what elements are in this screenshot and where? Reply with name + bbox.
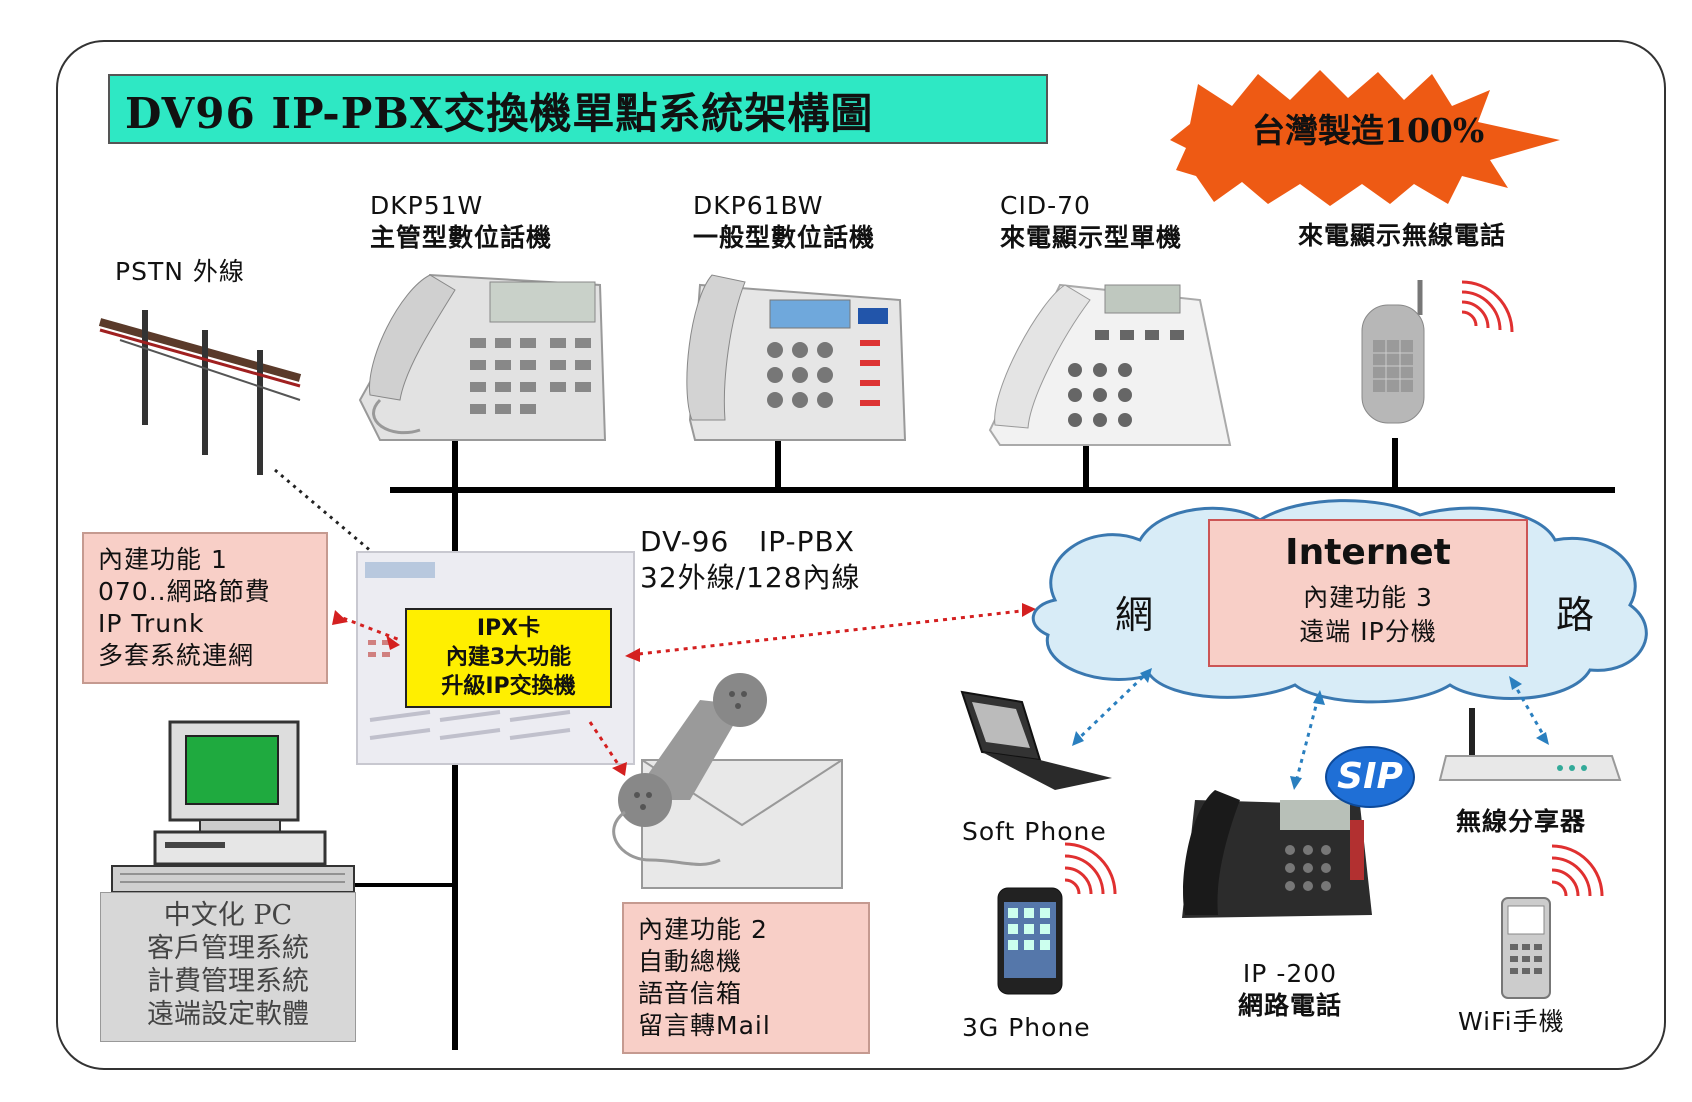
ip-phone-icon bbox=[1182, 790, 1372, 918]
signal-waves-icon bbox=[1551, 844, 1604, 897]
internet-sub-1: 內建功能 3 bbox=[1303, 583, 1433, 612]
cid70-model: CID-70 bbox=[1000, 191, 1091, 220]
ipx-card-line-1: IPX卡 bbox=[476, 616, 541, 641]
dkp61bw-desc: 一般型數位話機 bbox=[693, 223, 876, 252]
red-link-feature1 bbox=[332, 610, 401, 650]
desktop-pc-icon bbox=[111, 720, 355, 893]
pc-line-1: 中文化 PC bbox=[163, 900, 293, 931]
pc-line-4: 遠端設定軟體 bbox=[147, 999, 309, 1030]
router-label: 無線分享器 bbox=[1456, 807, 1587, 836]
wifi-phone-label: WiFi手機 bbox=[1458, 1007, 1565, 1036]
feature2-line-3: 語音信箱 bbox=[638, 979, 743, 1008]
telephone-pole-icon bbox=[98, 310, 302, 475]
ip200-label: IP -200 網路電話 bbox=[1225, 958, 1355, 1022]
pstn-label: PSTN 外線 bbox=[115, 257, 245, 286]
smartphone-icon bbox=[997, 887, 1063, 995]
blue-link-softphone bbox=[1072, 668, 1152, 746]
internet-sub-2: 遠端 IP分機 bbox=[1299, 617, 1437, 646]
dkp51w-model: DKP51W bbox=[370, 191, 484, 220]
laptop-icon bbox=[960, 690, 1112, 790]
feature1-line-4: 多套系統連網 bbox=[98, 641, 255, 670]
pc-line-3: 計費管理系統 bbox=[147, 966, 309, 997]
dkp61bw-label: DKP61BW 一般型數位話機 bbox=[693, 190, 875, 254]
pbx-capacity: 32外線/128內線 bbox=[640, 561, 861, 594]
ipx-card-line-3: 升級IP交換機 bbox=[441, 674, 576, 699]
red-link-feature2 bbox=[588, 721, 627, 776]
feature1-line-3: IP Trunk bbox=[98, 609, 205, 638]
pstn-dotted-link bbox=[274, 468, 373, 554]
signal-waves-icon bbox=[1461, 280, 1514, 333]
feature1-box: 內建功能 1 070..網路節費 IP Trunk 多套系統連網 bbox=[82, 532, 328, 684]
router-icon bbox=[1438, 708, 1622, 781]
feature2-line-2: 自動總機 bbox=[638, 947, 743, 976]
blue-link-router bbox=[1509, 676, 1549, 745]
wifi-phone-icon bbox=[1501, 897, 1551, 999]
diagram-title: DV96 IP-PBX交換機單點系統架構圖 bbox=[125, 89, 874, 138]
badge-burst-icon bbox=[1170, 70, 1560, 206]
cid70-desc: 來電顯示型單機 bbox=[1000, 223, 1183, 252]
3g-phone-label: 3G Phone bbox=[962, 1013, 1091, 1042]
desk-phone-icon bbox=[988, 283, 1232, 446]
sip-badge-icon bbox=[1325, 746, 1415, 808]
dkp51w-desc: 主管型數位話機 bbox=[370, 223, 553, 252]
blue-link-ipphone bbox=[1290, 690, 1325, 790]
made-in-taiwan-badge: 台灣製造100% bbox=[1252, 111, 1485, 150]
ipx-card-box: IPX卡 內建3大功能 升級IP交換機 bbox=[405, 608, 612, 708]
cordless-phone-icon bbox=[1361, 280, 1425, 424]
feature1-line-1: 內建功能 1 bbox=[98, 545, 228, 574]
ipx-card-line-2: 內建3大功能 bbox=[445, 645, 572, 670]
pc-line-2: 客戶管理系統 bbox=[147, 933, 309, 964]
internet-box: Internet 內建功能 3 遠端 IP分機 bbox=[1208, 519, 1528, 667]
desk-phone-icon bbox=[686, 274, 907, 441]
ip200-model: IP -200 bbox=[1242, 959, 1338, 988]
red-link-internet bbox=[625, 603, 1036, 662]
signal-waves-icon bbox=[1064, 842, 1117, 895]
pc-software-box: 中文化 PC 客戶管理系統 計費管理系統 遠端設定軟體 bbox=[100, 892, 356, 1042]
sip-badge-text: SIP bbox=[1337, 756, 1403, 797]
ip200-desc: 網路電話 bbox=[1237, 991, 1342, 1020]
cloud-left-char: 網 bbox=[1115, 593, 1154, 637]
cid70-label: CID-70 來電顯示型單機 bbox=[1000, 190, 1182, 254]
diagram-frame bbox=[56, 40, 1666, 1070]
cordless-label: 來電顯示無線電話 bbox=[1298, 221, 1507, 250]
handset-envelope-icon bbox=[612, 673, 843, 889]
cloud-right-char: 路 bbox=[1556, 593, 1595, 637]
feature1-line-2: 070..網路節費 bbox=[98, 577, 271, 606]
desk-phone-icon bbox=[358, 273, 607, 441]
pbx-name: DV-96 IP-PBX bbox=[640, 525, 855, 558]
pbx-label: DV-96 IP-PBX 32外線/128內線 bbox=[640, 524, 861, 596]
dkp51w-label: DKP51W 主管型數位話機 bbox=[370, 190, 552, 254]
feature2-line-4: 留言轉Mail bbox=[638, 1011, 771, 1040]
title-banner bbox=[108, 74, 1048, 144]
feature2-line-1: 內建功能 2 bbox=[638, 915, 768, 944]
dkp61bw-model: DKP61BW bbox=[693, 191, 824, 220]
feature2-box: 內建功能 2 自動總機 語音信箱 留言轉Mail bbox=[622, 902, 870, 1054]
internet-title: Internet bbox=[1285, 532, 1451, 573]
softphone-label: Soft Phone bbox=[962, 817, 1107, 846]
